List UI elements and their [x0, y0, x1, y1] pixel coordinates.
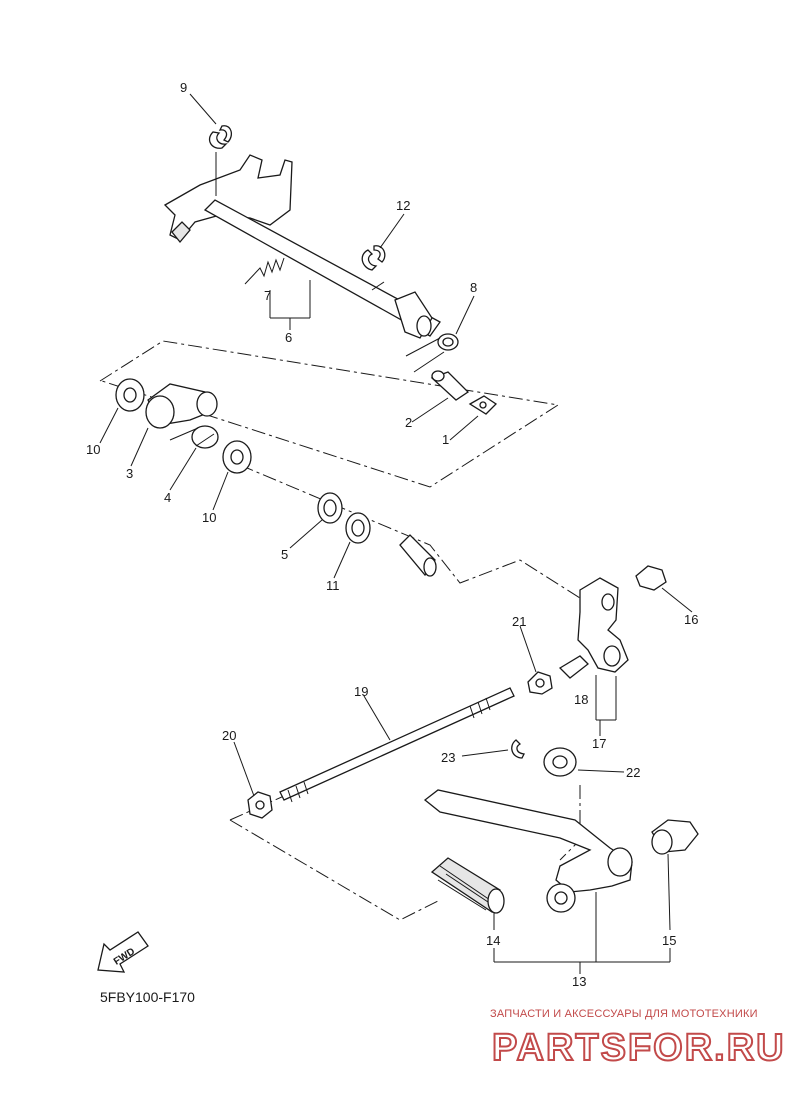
watermark-logo-text: PARTSFOR.RU [492, 1027, 786, 1069]
callout-20: 20 [222, 728, 236, 743]
callout-3: 3 [126, 466, 133, 481]
callout-labels: 9 12 8 7 6 2 1 10 3 4 10 5 11 16 21 18 1… [86, 80, 698, 989]
callout-10-upper: 10 [86, 442, 100, 457]
callout-15: 15 [662, 933, 676, 948]
stopper-lever-group [115, 378, 252, 474]
callout-11: 11 [326, 578, 340, 593]
watermark-logo: PARTSFOR.RU [491, 1026, 786, 1070]
callout-16: 16 [684, 612, 698, 627]
callout-17: 17 [592, 736, 606, 751]
callout-21: 21 [512, 614, 526, 629]
assembly-boundary-lines [99, 340, 581, 921]
callout-12: 12 [396, 198, 410, 213]
callout-8: 8 [470, 280, 477, 295]
watermark-caption: ЗАПЧАСТИ И АКСЕССУАРЫ ДЛЯ МОТОТЕХНИКИ [490, 1008, 758, 1020]
collar-row [317, 492, 437, 577]
callout-4: 4 [164, 490, 171, 505]
callout-2: 2 [405, 415, 412, 430]
callout-leader-lines [99, 93, 693, 974]
callout-9: 9 [180, 80, 187, 95]
callout-7: 7 [264, 288, 271, 303]
callout-19: 19 [354, 684, 368, 699]
shift-lever-joint [527, 565, 667, 695]
callout-18: 18 [574, 692, 588, 707]
shift-shaft-assembly [163, 125, 498, 415]
callout-1: 1 [442, 432, 449, 447]
callout-5: 5 [281, 547, 288, 562]
forward-arrow-icon: FWD [97, 931, 149, 973]
shift-pedal-assembly [423, 739, 699, 914]
shift-rod [247, 687, 515, 819]
callout-10-lower: 10 [202, 510, 216, 525]
callout-6: 6 [285, 330, 292, 345]
callout-13: 13 [572, 974, 586, 989]
diagram-code: 5FBY100-F170 [100, 989, 195, 1005]
callout-22: 22 [626, 765, 640, 780]
callout-23: 23 [441, 750, 455, 765]
callout-14: 14 [486, 933, 500, 948]
